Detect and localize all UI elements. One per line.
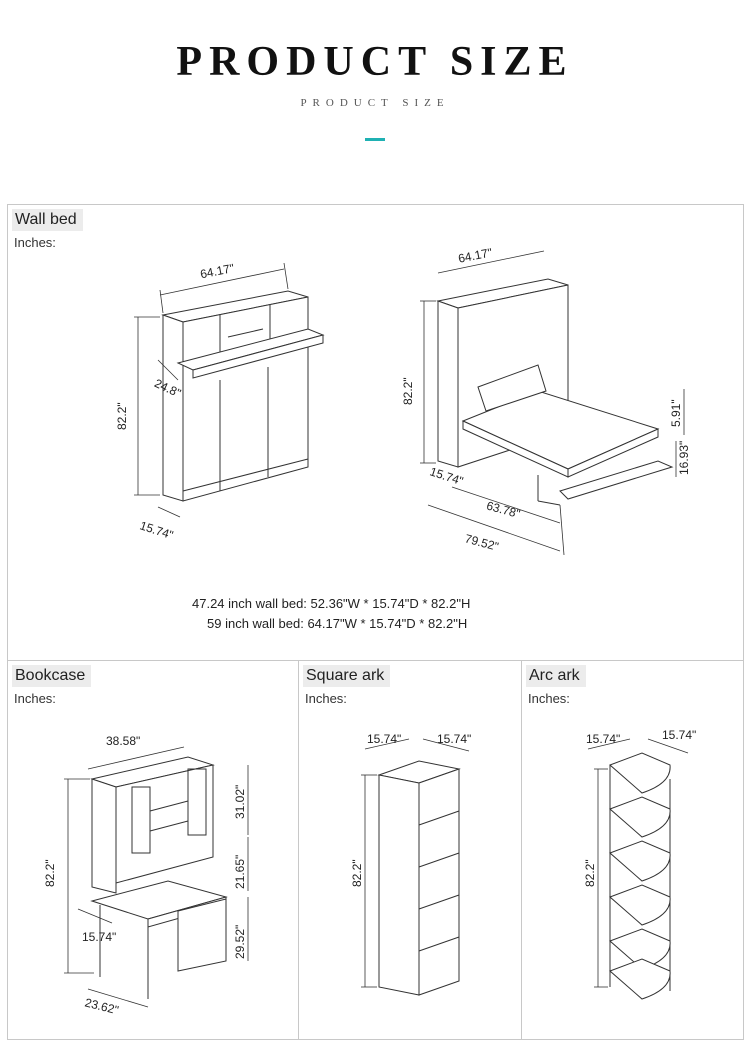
bookcase-lower-label: 29.52" [233,925,247,959]
open-mattress-label: 5.91" [669,399,683,427]
open-base-label: 16.93" [677,441,691,475]
arc-ark-panel: Arc ark Inches: 15.74" 15.74" 82.2" [521,660,744,1040]
bookcase-upper-label: 31.02" [233,785,247,819]
title-accent-bar [365,138,385,141]
arc-ark-unit-label: Inches: [528,691,570,706]
square-ark-drawing: 15.74" 15.74" 82.2" [350,732,471,996]
square-ark-depth-label: 15.74" [437,732,471,746]
arc-ark-height-label: 82.2" [583,859,597,887]
open-depth-label: 15.74" [428,464,465,488]
arc-ark-depth-label: 15.74" [662,728,696,742]
wall-bed-unit-label: Inches: [14,235,56,250]
spec-line-2: 59 inch wall bed: 64.17"W * 15.74"D * 82… [207,616,468,631]
arc-ark-label: Arc ark [526,665,586,687]
open-bed-length-label: 63.78" [485,499,522,521]
bookcase-label: Bookcase [12,665,92,687]
spec-line-1: 47.24 inch wall bed: 52.36"W * 15.74"D *… [192,596,471,611]
square-ark-label: Square ark [303,665,391,687]
bookcase-drawing: 38.58" 82.2" 31.02" 21.65" 29.52" 15.74"… [43,734,249,1017]
wall-bed-panel: Wall bed Inches: 64.17" 82.2" 24.8" 15.7… [7,204,744,661]
wall-bed-open-drawing: 64.17" 82.2" 5.91" 16.93" 15.74" 63.78" … [401,245,691,556]
closed-width-label: 64.17" [199,261,235,281]
square-ark-panel: Square ark Inches: 15.74" 15.74" 82.2" [298,660,522,1040]
square-ark-width-label: 15.74" [367,732,401,746]
arc-ark-drawing: 15.74" 15.74" 82.2" [583,728,696,1000]
page-subtitle: PRODUCT SIZE [300,97,450,109]
bookcase-width-label: 38.58" [106,734,140,748]
bookcase-depth-label: 23.62" [83,995,120,1017]
wall-bed-closed-drawing: 64.17" 82.2" 24.8" 15.74" [115,261,325,542]
bookcase-panel: Bookcase Inches: 38.58" 82.2" 31.02" 21.… [7,660,299,1040]
bookcase-middle-label: 21.65" [233,855,247,889]
open-height-label: 82.2" [401,377,415,405]
square-ark-height-label: 82.2" [350,859,364,887]
open-width-label: 64.17" [457,245,493,265]
closed-height-label: 82.2" [115,402,129,430]
wall-bed-label: Wall bed [12,209,83,231]
bookcase-height-label: 82.2" [43,859,57,887]
page-title: PRODUCT SIZE [176,39,574,85]
square-ark-unit-label: Inches: [305,691,347,706]
bookcase-desk-depth-label: 15.74" [82,930,116,944]
bookcase-unit-label: Inches: [14,691,56,706]
open-total-length-label: 79.52" [463,531,500,553]
arc-ark-width-label: 15.74" [586,732,620,746]
